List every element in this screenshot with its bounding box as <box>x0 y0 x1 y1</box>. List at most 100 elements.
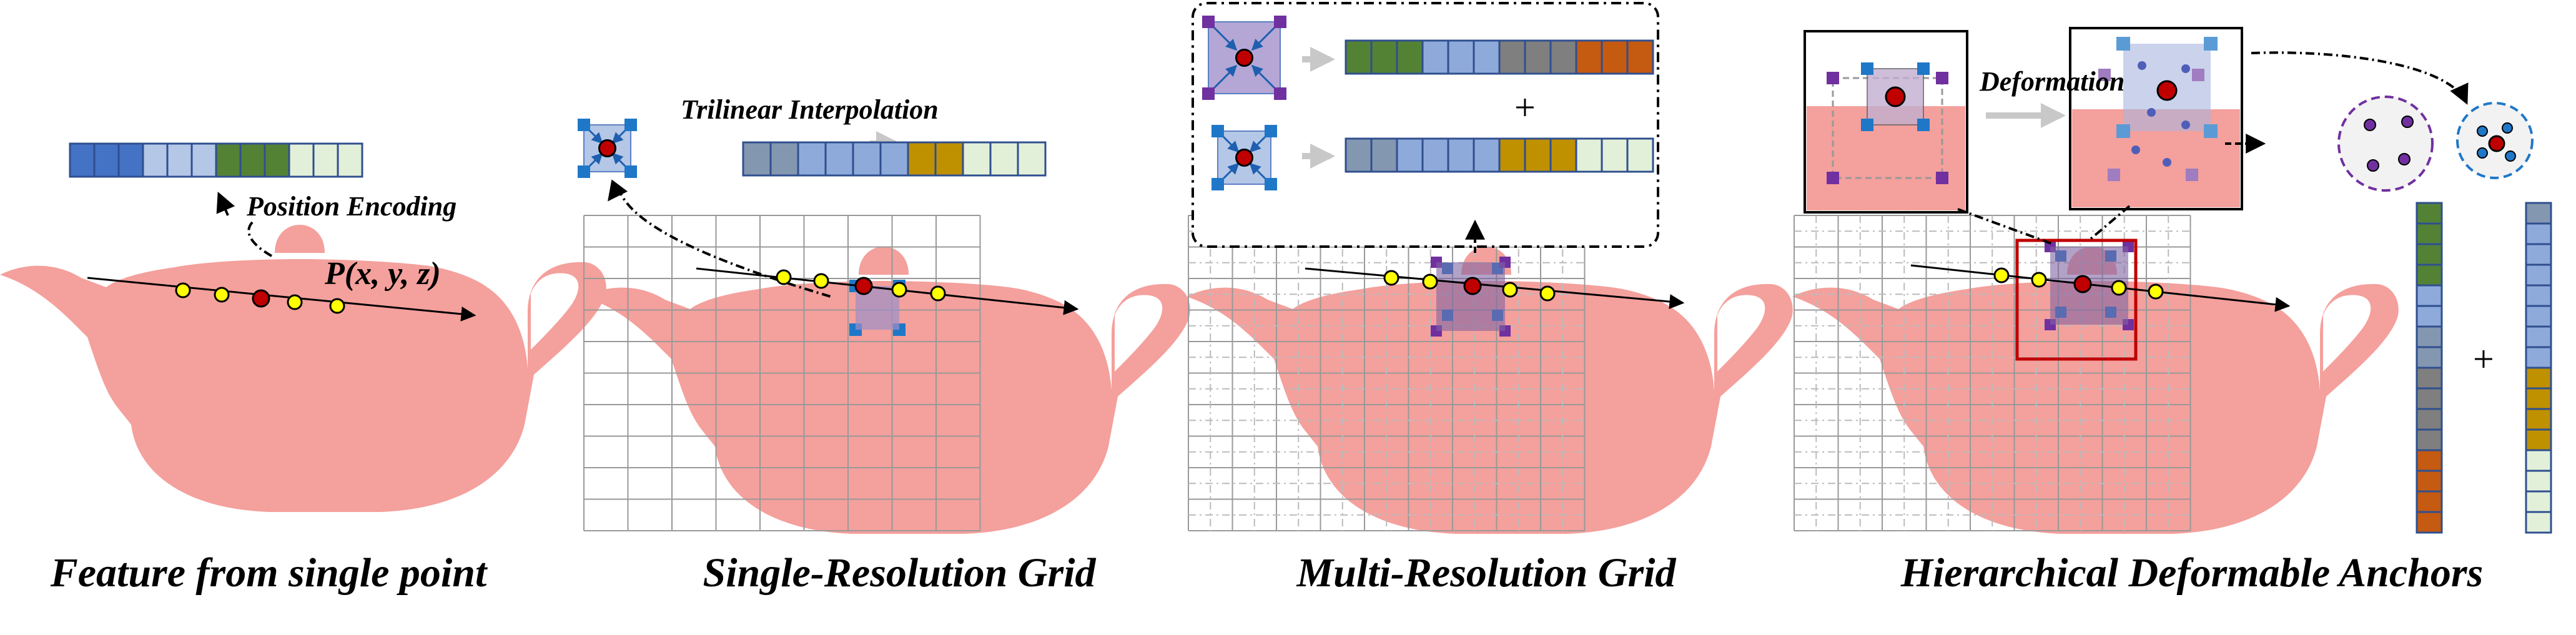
position-encoding-label: Position Encoding <box>246 191 456 222</box>
sample-point <box>1502 282 1518 298</box>
anchor-circles <box>2337 96 2534 192</box>
feature-cell <box>1396 39 1424 75</box>
multi-plus: + <box>1514 87 1536 128</box>
feature-cell <box>2416 305 2443 328</box>
feature-cell <box>2416 243 2443 266</box>
anchor-plus: + <box>2473 338 2494 380</box>
feature-cell <box>166 142 193 178</box>
feature-cell <box>2416 367 2443 390</box>
anchor-dashed-link-right <box>2088 205 2131 242</box>
anchor-feature-vector-left <box>2416 202 2443 534</box>
caption-anchors: Hierarchical Deformable Anchors <box>1900 550 2484 596</box>
feature-cell <box>2525 222 2552 245</box>
sample-point <box>1383 270 1399 286</box>
pe-dashed-link <box>247 220 272 257</box>
feature-cell <box>142 142 169 178</box>
anchor-red-frame <box>2015 239 2138 361</box>
anchor-inset-after <box>2069 27 2243 210</box>
feature-cell <box>1575 39 1603 75</box>
feature-cell <box>824 141 854 177</box>
sample-point <box>776 269 792 285</box>
feature-cell <box>989 141 1019 177</box>
feature-cell <box>1626 137 1654 173</box>
feature-cell <box>852 141 882 177</box>
multi-cube-coarse <box>1202 16 1286 100</box>
feature-cell <box>2525 511 2552 534</box>
ray-3 <box>1305 267 1685 309</box>
sample-point <box>329 298 345 314</box>
sample-point <box>813 273 829 289</box>
feature-cell <box>1601 137 1629 173</box>
feature-cell <box>264 142 290 178</box>
sample-points-2 <box>776 269 946 302</box>
feature-cell <box>2416 222 2443 245</box>
feature-cell <box>962 141 992 177</box>
anchor-dashed-curve <box>2251 51 2469 105</box>
ray-4 <box>1910 264 2291 312</box>
feature-cell <box>2525 408 2552 431</box>
feature-cell <box>2525 263 2552 287</box>
pe-feature-vector <box>69 142 363 178</box>
feature-cell <box>1345 137 1373 173</box>
feature-cell <box>1447 137 1475 173</box>
feature-cell <box>1498 39 1526 75</box>
caption-single-res: Single-Resolution Grid <box>703 550 1096 596</box>
anchor-dashed-link-left <box>1957 208 2052 245</box>
feature-cell <box>1524 39 1552 75</box>
multi-feature-vector-bottom <box>1345 137 1654 173</box>
feature-cell <box>934 141 964 177</box>
feature-cell <box>2525 346 2552 369</box>
feature-cell <box>337 142 363 178</box>
sample-point <box>287 294 303 310</box>
feature-cell <box>2525 428 2552 451</box>
feature-cell <box>769 141 799 177</box>
feature-cell <box>239 142 266 178</box>
sample-points-1 <box>175 282 345 314</box>
feature-cell <box>1017 141 1047 177</box>
feature-cell <box>2416 325 2443 348</box>
feature-cell <box>288 142 315 178</box>
sample-point <box>1422 273 1438 290</box>
feature-cell <box>2525 305 2552 328</box>
feature-cell <box>2416 490 2443 513</box>
feature-cell <box>1447 39 1475 75</box>
feature-cell <box>1549 39 1577 75</box>
panel-anchors: Deformation + <box>1792 27 2552 534</box>
interp-cube-icon <box>578 119 637 178</box>
trilinear-label: Trilinear Interpolation <box>681 94 939 125</box>
sample-point <box>1993 267 2010 283</box>
multi-cube-fine <box>1212 125 1277 190</box>
feature-cell <box>1549 137 1577 173</box>
feature-cell <box>2525 202 2552 225</box>
pe-arrow <box>216 192 235 216</box>
sample-point <box>2031 272 2047 288</box>
feature-cell <box>1370 39 1398 75</box>
multi-feature-vector-top <box>1345 39 1654 75</box>
feature-cell <box>1421 39 1449 75</box>
feature-cell <box>1626 39 1654 75</box>
query-point <box>854 277 873 295</box>
feature-cell <box>2525 470 2552 493</box>
ray-2 <box>696 267 1079 315</box>
feature-cell <box>1421 137 1449 173</box>
query-point <box>1463 277 1482 295</box>
anchor-feature-vector-right <box>2525 202 2552 534</box>
query-point <box>252 289 270 308</box>
sample-point <box>214 287 230 303</box>
feature-cell <box>2525 243 2552 266</box>
feature-cell <box>1396 137 1424 173</box>
teapot-1 <box>0 225 606 512</box>
feature-cell <box>215 142 242 178</box>
feature-cell <box>2416 428 2443 451</box>
feature-cell <box>2416 202 2443 225</box>
feature-cell <box>2525 387 2552 410</box>
feature-cell <box>2416 387 2443 410</box>
feature-cell <box>117 142 144 178</box>
panel-single-res: Trilinear Interpolation <box>578 94 1190 534</box>
feature-cell <box>2416 284 2443 307</box>
sample-point <box>891 282 907 298</box>
feature-cell <box>69 142 96 178</box>
feature-cell <box>907 141 937 177</box>
feature-cell <box>1473 39 1501 75</box>
